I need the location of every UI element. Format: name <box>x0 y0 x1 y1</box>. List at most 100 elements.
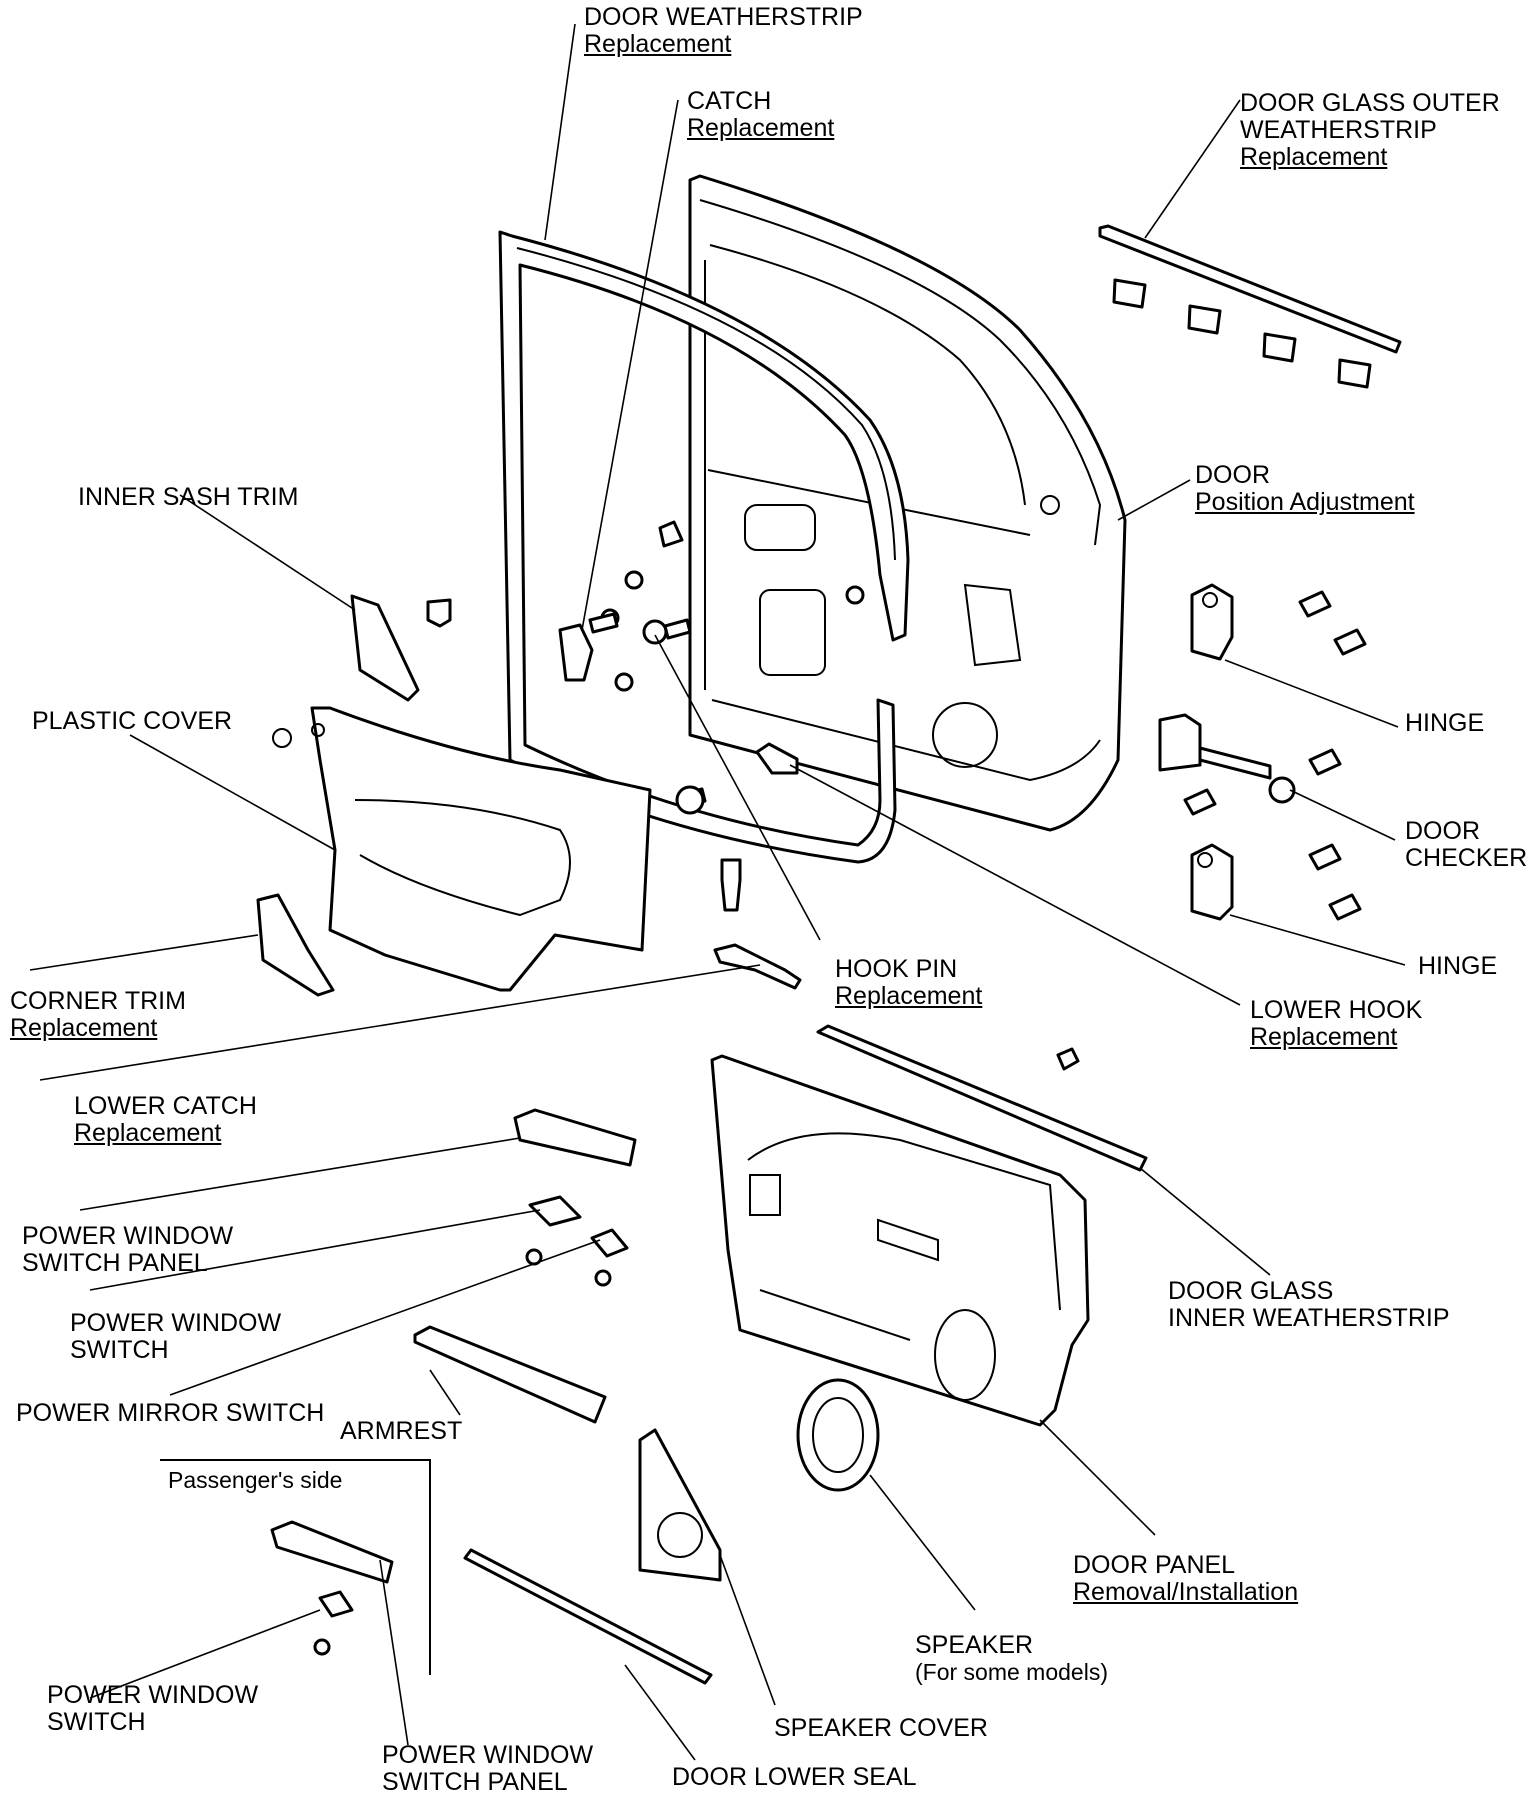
passenger-pw-switch-name2: SWITCH <box>47 1708 146 1736</box>
label-inner-sash-trim: INNER SASH TRIM <box>78 484 298 511</box>
bolt-vertical <box>720 858 742 912</box>
label-door-checker: DOOR CHECKER <box>1405 818 1527 872</box>
passenger-pw-switch-panel-name2: SWITCH PANEL <box>382 1768 568 1796</box>
door-checker <box>1158 713 1342 816</box>
door-checker-name1: DOOR <box>1405 817 1480 845</box>
lower-hook-link[interactable]: Replacement <box>1250 1023 1398 1051</box>
washer <box>675 785 705 815</box>
screw <box>594 1269 612 1287</box>
label-speaker-cover: SPEAKER COVER <box>774 1715 988 1742</box>
door-panel-link[interactable]: Removal/Installation <box>1073 1578 1299 1606</box>
door-panel <box>710 1054 1090 1427</box>
clip-screw <box>1056 1047 1080 1071</box>
label-hinge-lower: HINGE <box>1418 953 1497 980</box>
label-door: DOOR Position Adjustment <box>1195 462 1415 516</box>
hinge-lower-name: HINGE <box>1418 952 1498 980</box>
grommet <box>624 570 644 590</box>
door-lower-seal-name: DOOR LOWER SEAL <box>672 1763 917 1791</box>
corner-trim-name: CORNER TRIM <box>10 987 186 1015</box>
label-passenger-power-window-switch-panel: POWER WINDOW SWITCH PANEL <box>382 1742 593 1796</box>
door-panel-name: DOOR PANEL <box>1073 1551 1236 1579</box>
label-plastic-cover: PLASTIC COVER <box>32 708 232 735</box>
power-mirror-switch <box>590 1228 629 1258</box>
door-weatherstrip-link[interactable]: Replacement <box>584 30 732 58</box>
pw-switch-panel-name1: POWER WINDOW <box>22 1222 234 1250</box>
catch-link[interactable]: Replacement <box>687 114 835 142</box>
outer-weatherstrip-name2: WEATHERSTRIP <box>1240 116 1437 144</box>
grommet <box>845 585 865 605</box>
label-power-mirror-switch: POWER MIRROR SWITCH <box>16 1400 324 1427</box>
label-lower-catch: LOWER CATCH Replacement <box>74 1093 257 1147</box>
leader-lines <box>29 23 1406 1761</box>
label-door-panel: DOOR PANEL Removal/Installation <box>1073 1552 1298 1606</box>
hinge-upper-name: HINGE <box>1405 709 1485 737</box>
door-name: DOOR <box>1195 461 1270 489</box>
bolt <box>588 612 619 634</box>
passenger-switch-panel <box>270 1520 394 1584</box>
label-corner-trim: CORNER TRIM Replacement <box>10 988 186 1042</box>
corner-trim-link[interactable]: Replacement <box>10 1014 158 1042</box>
inner-weatherstrip <box>816 1024 1148 1172</box>
lower-catch <box>713 943 802 990</box>
plastic-cover <box>272 706 652 992</box>
sash-clip <box>426 598 452 628</box>
door-link[interactable]: Position Adjustment <box>1195 488 1415 516</box>
passenger-window-switch <box>318 1590 354 1618</box>
speaker-note: (For some models) <box>915 1659 1108 1685</box>
door-weatherstrip <box>498 230 910 864</box>
plastic-cover-name: PLASTIC COVER <box>32 707 233 735</box>
inner-sash-trim-name: INNER SASH TRIM <box>78 483 299 511</box>
label-door-glass-outer-weatherstrip: DOOR GLASS OUTER WEATHERSTRIP Replacemen… <box>1240 90 1500 171</box>
mirror-switch-name: POWER MIRROR SWITCH <box>16 1399 325 1427</box>
label-passengers-side: Passenger's side <box>168 1467 342 1494</box>
pw-switch-name1: POWER WINDOW <box>70 1309 282 1337</box>
label-passenger-power-window-switch: POWER WINDOW SWITCH <box>47 1682 258 1736</box>
door-weatherstrip-name: DOOR WEATHERSTRIP <box>584 3 863 31</box>
label-door-glass-inner-weatherstrip: DOOR GLASS INNER WEATHERSTRIP <box>1168 1278 1450 1332</box>
bolt <box>663 618 692 640</box>
inner-weatherstrip-name1: DOOR GLASS <box>1168 1277 1334 1305</box>
label-hook-pin: HOOK PIN Replacement <box>835 956 982 1010</box>
hook-pin-name: HOOK PIN <box>835 955 958 983</box>
pw-switch-panel-name2: SWITCH PANEL <box>22 1249 208 1277</box>
hook-pin <box>642 619 668 645</box>
outer-weatherstrip <box>1098 224 1402 389</box>
door-shell <box>688 174 1127 832</box>
inner-sash-trim <box>350 594 420 702</box>
label-door-lower-seal: DOOR LOWER SEAL <box>672 1764 917 1791</box>
label-power-window-switch-panel: POWER WINDOW SWITCH PANEL <box>22 1223 233 1277</box>
lower-hook <box>755 742 799 775</box>
label-door-weatherstrip: DOOR WEATHERSTRIP Replacement <box>584 4 863 58</box>
passengers-side-name: Passenger's side <box>168 1467 343 1493</box>
passenger-pw-switch-panel-name1: POWER WINDOW <box>382 1741 594 1769</box>
hinge-upper <box>1190 583 1367 661</box>
passenger-pw-switch-name1: POWER WINDOW <box>47 1681 259 1709</box>
lower-catch-link[interactable]: Replacement <box>74 1119 222 1147</box>
speaker-name: SPEAKER <box>915 1631 1034 1659</box>
label-power-window-switch: POWER WINDOW SWITCH <box>70 1310 281 1364</box>
clip-small <box>658 520 684 548</box>
corner-trim <box>256 893 335 997</box>
label-lower-hook: LOWER HOOK Replacement <box>1250 997 1422 1051</box>
pw-switch-name2: SWITCH <box>70 1336 169 1364</box>
door-checker-name2: CHECKER <box>1405 844 1528 872</box>
grommet <box>614 672 634 692</box>
label-armrest: ARMREST <box>340 1418 462 1445</box>
door-lower-seal <box>463 1548 713 1685</box>
outer-weatherstrip-name1: DOOR GLASS OUTER <box>1240 89 1500 117</box>
label-hinge-upper: HINGE <box>1405 710 1484 737</box>
label-speaker: SPEAKER (For some models) <box>915 1632 1108 1686</box>
speaker-cover-name: SPEAKER COVER <box>774 1714 988 1742</box>
power-window-switch-panel <box>513 1108 637 1167</box>
power-window-switch <box>528 1195 582 1227</box>
catch <box>558 623 594 682</box>
inner-weatherstrip-name2: INNER WEATHERSTRIP <box>1168 1304 1450 1332</box>
speaker <box>796 1378 880 1492</box>
passenger-bracket <box>160 1459 431 1675</box>
outer-weatherstrip-link[interactable]: Replacement <box>1240 143 1388 171</box>
catch-name: CATCH <box>687 87 772 115</box>
hook-pin-link[interactable]: Replacement <box>835 982 983 1010</box>
screw <box>313 1638 331 1656</box>
hinge-lower <box>1190 843 1362 921</box>
